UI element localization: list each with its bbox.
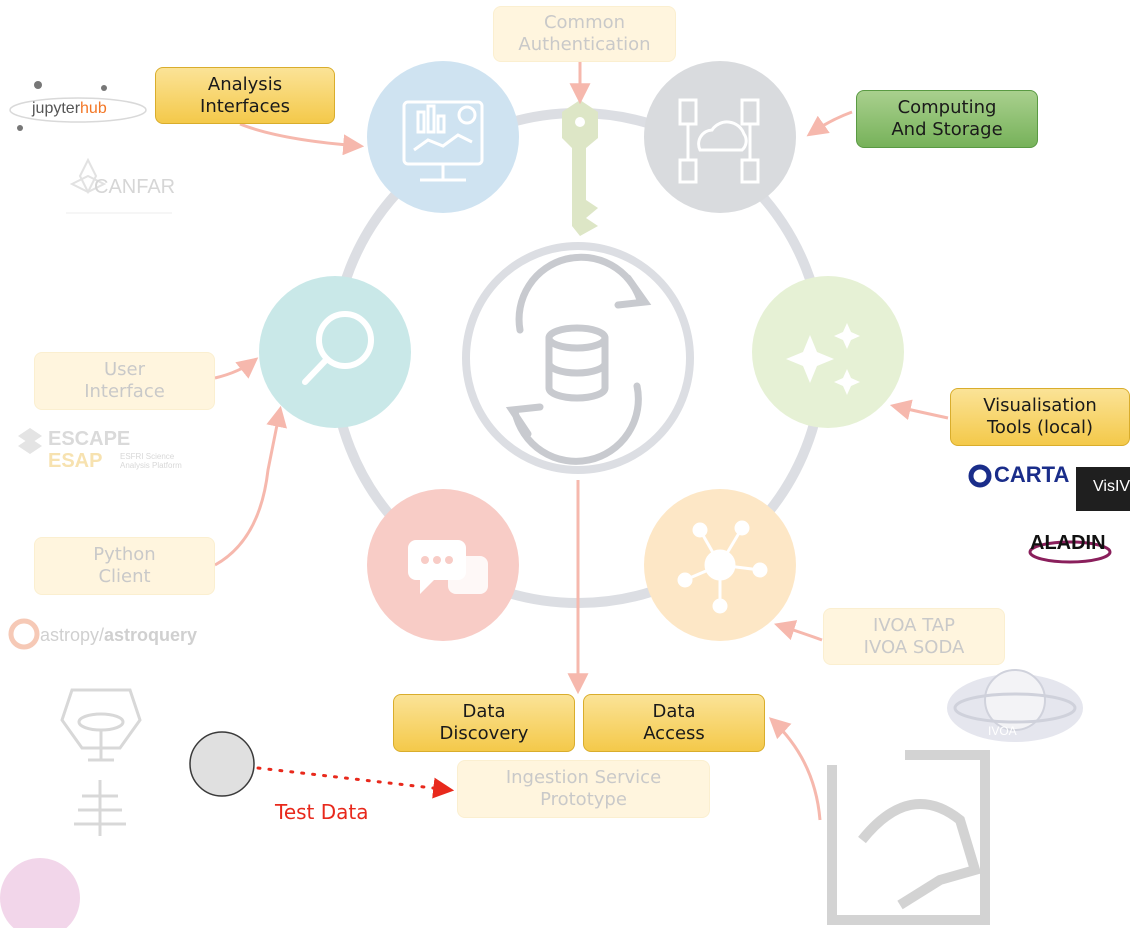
escape-emblem-icon	[18, 428, 42, 454]
visivo-logo: VisIV	[1093, 478, 1130, 495]
analysis-node	[367, 61, 519, 213]
jupyterhub-logo-a: jupyter	[32, 100, 81, 117]
esap-subtitle: ESFRI Science Analysis Platform	[120, 452, 182, 470]
search-node	[259, 276, 411, 428]
key-icon	[562, 100, 598, 236]
canfar-emblem-icon	[69, 157, 107, 195]
inner-ring	[462, 242, 694, 474]
jupyter-dots-icon	[17, 81, 107, 131]
network-icon	[677, 520, 768, 614]
arrow-python	[214, 405, 288, 567]
jupyterhub-logo-b: hub	[80, 100, 107, 117]
data-access-label: Data Access	[583, 694, 765, 752]
aladin-swoosh	[1028, 540, 1112, 564]
cloud-server-icon	[678, 98, 760, 184]
canfar-logo: CANFAR	[94, 176, 176, 198]
test-data-arrow	[256, 766, 455, 799]
astropy-text: astropy/	[40, 625, 105, 645]
carta-icon	[968, 464, 992, 488]
ingestion-service-label: Ingestion Service Prototype	[457, 760, 710, 818]
astroquery-text: astroquery	[104, 625, 198, 645]
jupyter-orbit-icon	[9, 97, 147, 123]
ivoa-logo: IVOA	[988, 724, 1017, 738]
telescope-icon	[60, 688, 142, 762]
test-data-label: Test Data	[275, 800, 369, 824]
aladin-logo: ALADIN	[1030, 532, 1106, 554]
arrow-visualisation	[889, 399, 949, 421]
astroquery-logo: astropy/astroquery	[40, 625, 197, 646]
analysis-interfaces-label: Analysis Interfaces	[155, 67, 335, 124]
arrow-computing	[806, 110, 853, 137]
computing-and-storage-label: Computing And Storage	[856, 90, 1038, 148]
arrow-analysis	[239, 122, 365, 156]
ivoa-label: IVOA TAP IVOA SODA	[823, 608, 1005, 665]
computing-node	[644, 61, 796, 213]
carta-logo: CARTA	[994, 462, 1070, 487]
arrow-data-access	[768, 717, 822, 821]
ivoa-planet-logo	[947, 669, 1083, 742]
visivo-box	[1076, 467, 1130, 511]
antenna-icon	[74, 780, 126, 836]
python-client-label: Python Client	[34, 537, 215, 595]
common-authentication-label: Common Authentication	[493, 6, 676, 62]
data-discovery-label: Data Discovery	[393, 694, 575, 752]
visualisation-tools-label: Visualisation Tools (local)	[950, 388, 1130, 446]
visualisation-node	[752, 276, 904, 428]
chat-icon	[408, 540, 488, 594]
user-interface-label: User Interface	[34, 352, 215, 410]
jupyterhub-logo: jupyterhub	[32, 100, 107, 118]
test-data-node	[189, 731, 255, 797]
astropy-icon	[8, 618, 40, 650]
magnifier-icon	[302, 311, 374, 385]
arrow-user-interface	[214, 357, 259, 380]
astro-unicorn-logo	[827, 750, 990, 925]
database-sync-icon	[505, 253, 652, 465]
escape-logo: ESCAPE	[48, 428, 131, 450]
sparkle-icon	[786, 323, 860, 395]
corner-logo	[0, 858, 80, 928]
esap-logo: ESAP	[48, 450, 103, 472]
arrow-ivoa	[773, 620, 823, 642]
dashboard-icon	[402, 100, 484, 182]
